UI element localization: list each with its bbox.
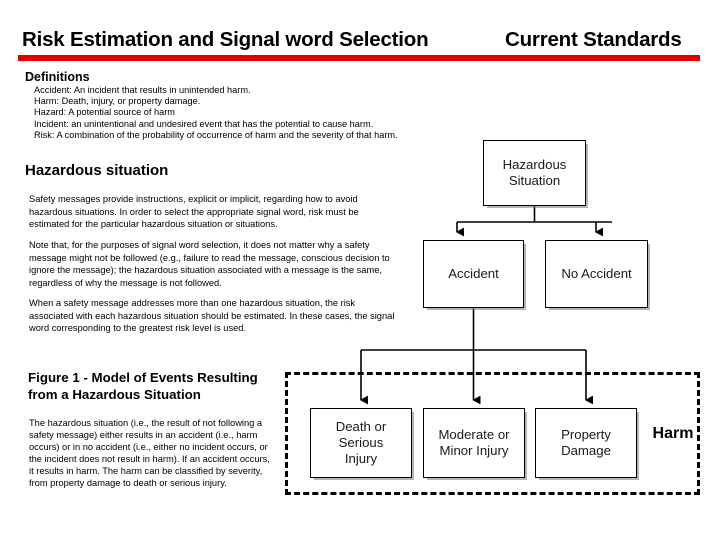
body-paragraph: Note that, for the purposes of signal wo…: [29, 240, 390, 288]
definition-item: Harm: Death, injury, or property damage.: [34, 96, 201, 107]
definitions-heading: Definitions: [25, 70, 90, 84]
hazardous-situation-heading: Hazardous situation: [25, 162, 169, 179]
figure-caption-body: The hazardous situation (i.e., the resul…: [29, 418, 270, 489]
body-paragraph: Safety messages provide instructions, ex…: [29, 194, 359, 230]
definition-item: Incident: an unintentional and undesired…: [34, 118, 374, 129]
flow-node-accident[interactable]: Accident: [423, 240, 524, 308]
figure-caption-title: Figure 1 - Model of Events Resulting fro…: [28, 370, 258, 402]
definition-item: Risk: A combination of the probability o…: [34, 129, 398, 140]
harm-group-region: [285, 372, 700, 495]
body-paragraph: When a safety message addresses more tha…: [29, 298, 395, 334]
flow-node-no-accident[interactable]: No Accident: [545, 240, 648, 308]
harm-group-label: Harm: [652, 425, 694, 442]
page-title: Risk Estimation and Signal word Selectio…: [22, 28, 429, 51]
definition-item: Hazard: A potential source of harm: [34, 107, 175, 118]
title-divider-rule: [18, 55, 700, 61]
page-subtitle: Current Standards: [505, 28, 682, 51]
definitions-list: Accident: An incident that results in un…: [34, 85, 464, 141]
definition-item: Accident: An incident that results in un…: [34, 85, 251, 95]
